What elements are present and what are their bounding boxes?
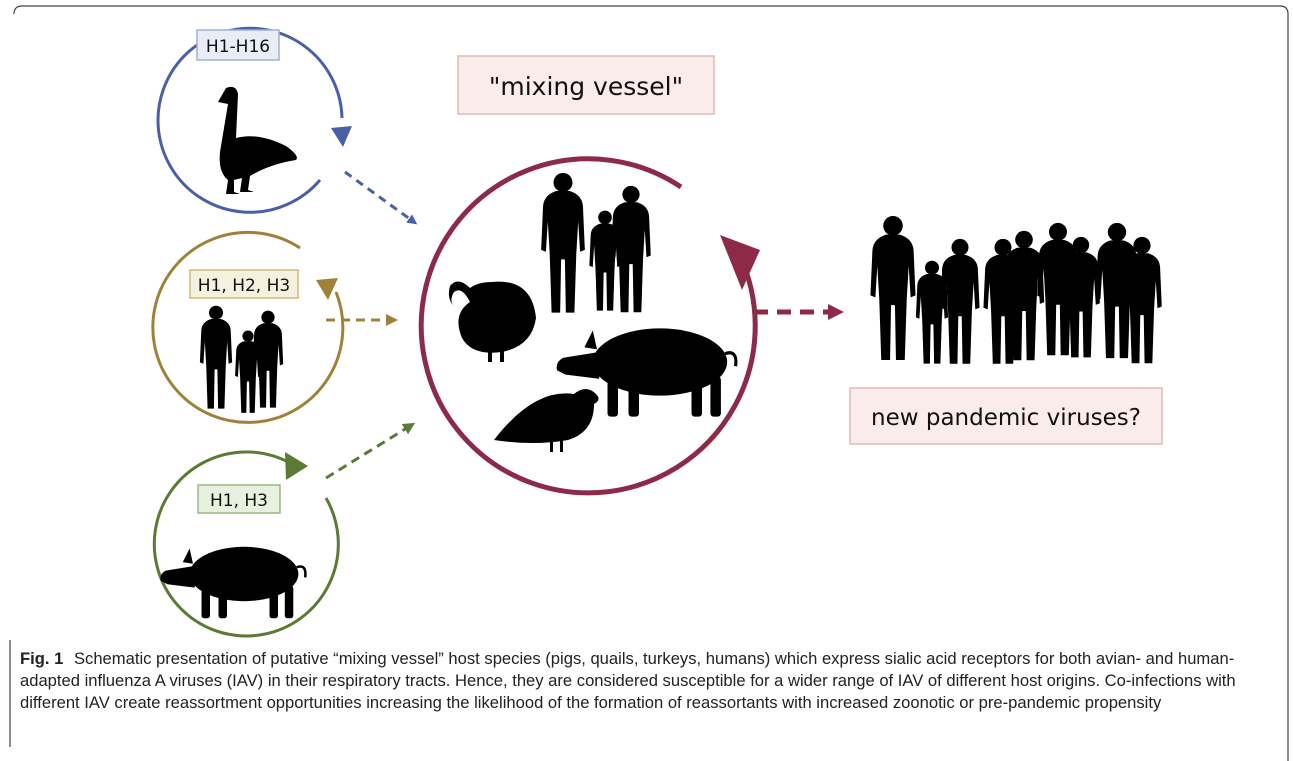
swine-ring-arrowhead [285, 452, 308, 480]
figure-caption-text: Schematic presentation of putative “mixi… [20, 649, 1236, 712]
avian-cycle-ring [156, 26, 344, 214]
swine-source: H1, H3 [152, 422, 416, 638]
quail-icon [494, 389, 599, 452]
human-subtype-label: H1, H2, H3 [198, 276, 290, 296]
avian-source: H1-H16 [156, 26, 418, 225]
human-crowd-icon [870, 215, 1162, 364]
avian-ring-arrowhead [331, 126, 352, 147]
swine-cycle-ring [152, 450, 340, 638]
human-ring-arrowhead [316, 278, 338, 300]
swine-subtype-label: H1, H3 [210, 491, 268, 511]
mixing-vessel-label: "mixing vessel" [489, 72, 683, 101]
human-subtype-box [189, 269, 299, 299]
swine-to-vessel-arrow [325, 422, 416, 480]
figure-caption-label: Fig. 1 [20, 649, 64, 668]
mixing-vessel: "mixing vessel" [418, 55, 844, 496]
outcome-label-box [849, 387, 1163, 445]
avian-to-vessel-arrow [344, 170, 418, 225]
goose-icon [218, 86, 297, 194]
pig-icon [159, 545, 307, 620]
swine-subtype-box [197, 484, 281, 514]
figure-caption: Fig. 1 Schematic presentation of putativ… [20, 648, 1260, 714]
mixing-vessel-label-box [457, 55, 715, 115]
outcome-label: new pandemic viruses? [871, 405, 1141, 431]
mixing-vessel-diagram: H1-H16 H1, H2, H3 H1, H3 "mixing vessel" [151, 26, 1163, 638]
human-family-icon [199, 305, 284, 413]
avian-subtype-label: H1-H16 [206, 37, 270, 57]
turkey-icon [448, 281, 536, 362]
human-cycle-ring [151, 230, 345, 424]
human-family-icon [541, 172, 651, 313]
avian-subtype-box [196, 29, 280, 61]
human-source: H1, H2, H3 [151, 230, 398, 424]
mixing-vessel-ring [418, 156, 758, 496]
mixing-vessel-arrowhead [720, 235, 760, 290]
outcome: new pandemic viruses? [849, 215, 1163, 445]
